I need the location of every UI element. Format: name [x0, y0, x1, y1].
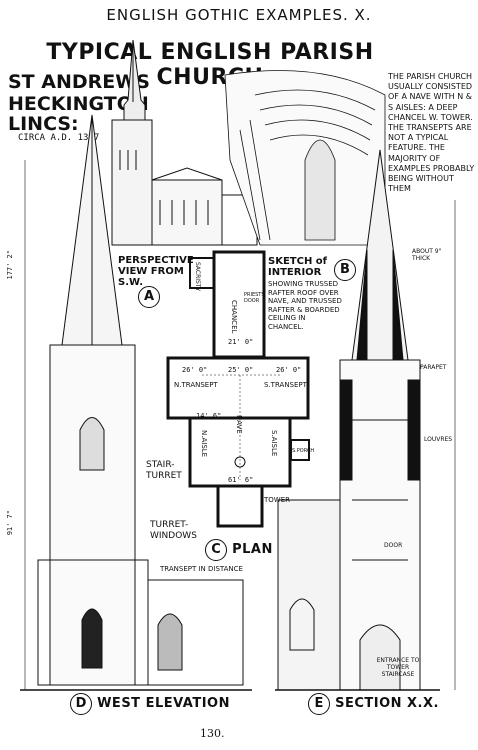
- plan-s-aisle: S.AISLE: [270, 430, 278, 457]
- label-turret-windows: TURRET-WINDOWS: [150, 520, 197, 541]
- label-louvres: LOUVRES: [424, 436, 453, 443]
- view-a-marker: A: [138, 285, 160, 308]
- dim-total-height: 177' 2": [6, 250, 14, 280]
- label-entrance: ENTRANCE TO TOWER STAIRCASE: [376, 657, 420, 678]
- location-line-3: LINCS:: [8, 113, 79, 135]
- plan-s-transept: S.TRANSEPT: [264, 381, 307, 389]
- plan-sacristy: SACRISTY: [194, 262, 201, 292]
- view-d-label: WEST ELEVATION: [97, 696, 230, 711]
- perspective-sketch: [111, 39, 258, 246]
- page-number: 130.: [200, 727, 225, 740]
- plan-tower: TOWER: [264, 496, 290, 504]
- plan-dim-4: 26' 0": [276, 366, 302, 374]
- interior-sketch: [224, 70, 386, 246]
- plan-dim-5: 14' 6": [196, 412, 222, 420]
- view-d-letter: D: [70, 693, 92, 715]
- tower-section: [275, 149, 456, 691]
- plan-s-porch: S.PORCH: [292, 448, 315, 454]
- view-a-letter: A: [138, 286, 160, 308]
- view-b-detail: SHOWING TRUSSED RAFTER ROOF OVER NAVE, A…: [268, 280, 342, 331]
- plan-n-aisle: N.AISLE: [200, 430, 208, 458]
- view-d-caption: D WEST ELEVATION: [70, 692, 230, 715]
- plan-nave: NAVE: [235, 415, 243, 434]
- plan-dim-6: 61' 6": [228, 476, 254, 484]
- view-b-letter: B: [334, 259, 356, 281]
- view-b-marker: B: [334, 258, 356, 281]
- dim-tower-height: 91' 7": [6, 510, 14, 536]
- view-c-letter: C: [205, 539, 227, 561]
- page-header: ENGLISH GOTHIC EXAMPLES. X.: [106, 6, 372, 24]
- view-e-label: SECTION X.X.: [335, 696, 439, 711]
- page-title: TYPICAL ENGLISH PARISH CHURCH: [46, 40, 374, 90]
- plan-n-transept: N.TRANSEPT: [174, 381, 218, 389]
- circa-date: CIRCA A.D. 1307: [18, 133, 100, 143]
- plan-chancel: CHANCEL: [230, 300, 238, 334]
- view-b-label: SKETCH of INTERIOR: [268, 256, 328, 278]
- view-e-letter: E: [308, 693, 330, 715]
- plan-dim-3: 25' 0": [228, 366, 254, 374]
- label-parapet: PARAPET: [420, 364, 447, 371]
- view-e-caption: E SECTION X.X.: [308, 692, 439, 715]
- location-line-2: HECKINGTON: [8, 93, 149, 115]
- label-about-thick: ABOUT 9" THICK: [412, 248, 442, 262]
- plan-dim-2: 26' 0": [182, 366, 208, 374]
- plan-priests-door: PRIESTS DOOR: [244, 292, 265, 304]
- plan-dim-1: 21' 0": [228, 338, 254, 346]
- descriptive-note: THE PARISH CHURCH USUALLY CONSISTED OF A…: [388, 72, 475, 194]
- church-plan: [166, 250, 310, 528]
- label-transept-distance: TRANSEPT IN DISTANCE: [160, 565, 243, 573]
- view-c-caption: C PLAN: [205, 538, 273, 561]
- label-stair-turret: STAIR-TURRET: [146, 460, 182, 481]
- label-door: DOOR: [384, 542, 403, 549]
- view-c-label: PLAN: [232, 542, 273, 557]
- location-line-1: ST ANDREWS: [8, 71, 150, 93]
- view-a-label: PERSPECTIVE VIEW FROM S.W.: [118, 255, 194, 288]
- west-elevation: [20, 114, 252, 691]
